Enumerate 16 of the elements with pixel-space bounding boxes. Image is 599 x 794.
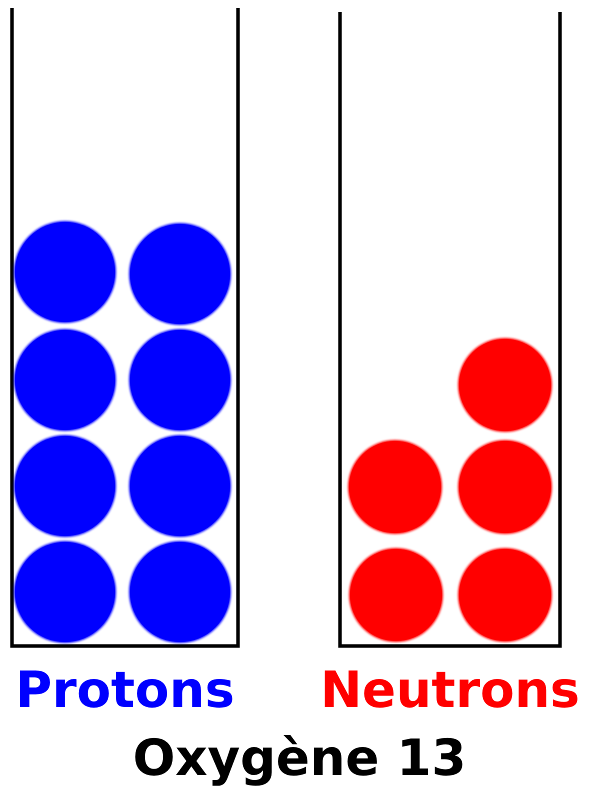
proton-ball [130,330,230,430]
neutron-ball [349,441,441,533]
neutron-ball [350,549,442,641]
neutron-ball [459,441,551,533]
proton-ball [15,222,115,322]
neutron-ball [459,549,551,641]
proton-ball [15,542,115,642]
proton-ball [130,436,230,536]
proton-ball [130,542,230,642]
proton-ball [130,224,230,324]
particle-label: Neutrons [319,662,581,718]
caption: Oxygène 13 [132,728,468,788]
proton-ball [15,330,115,430]
neutron-ball [459,339,551,431]
proton-ball [15,436,115,536]
particle-label: Protons [14,662,236,718]
